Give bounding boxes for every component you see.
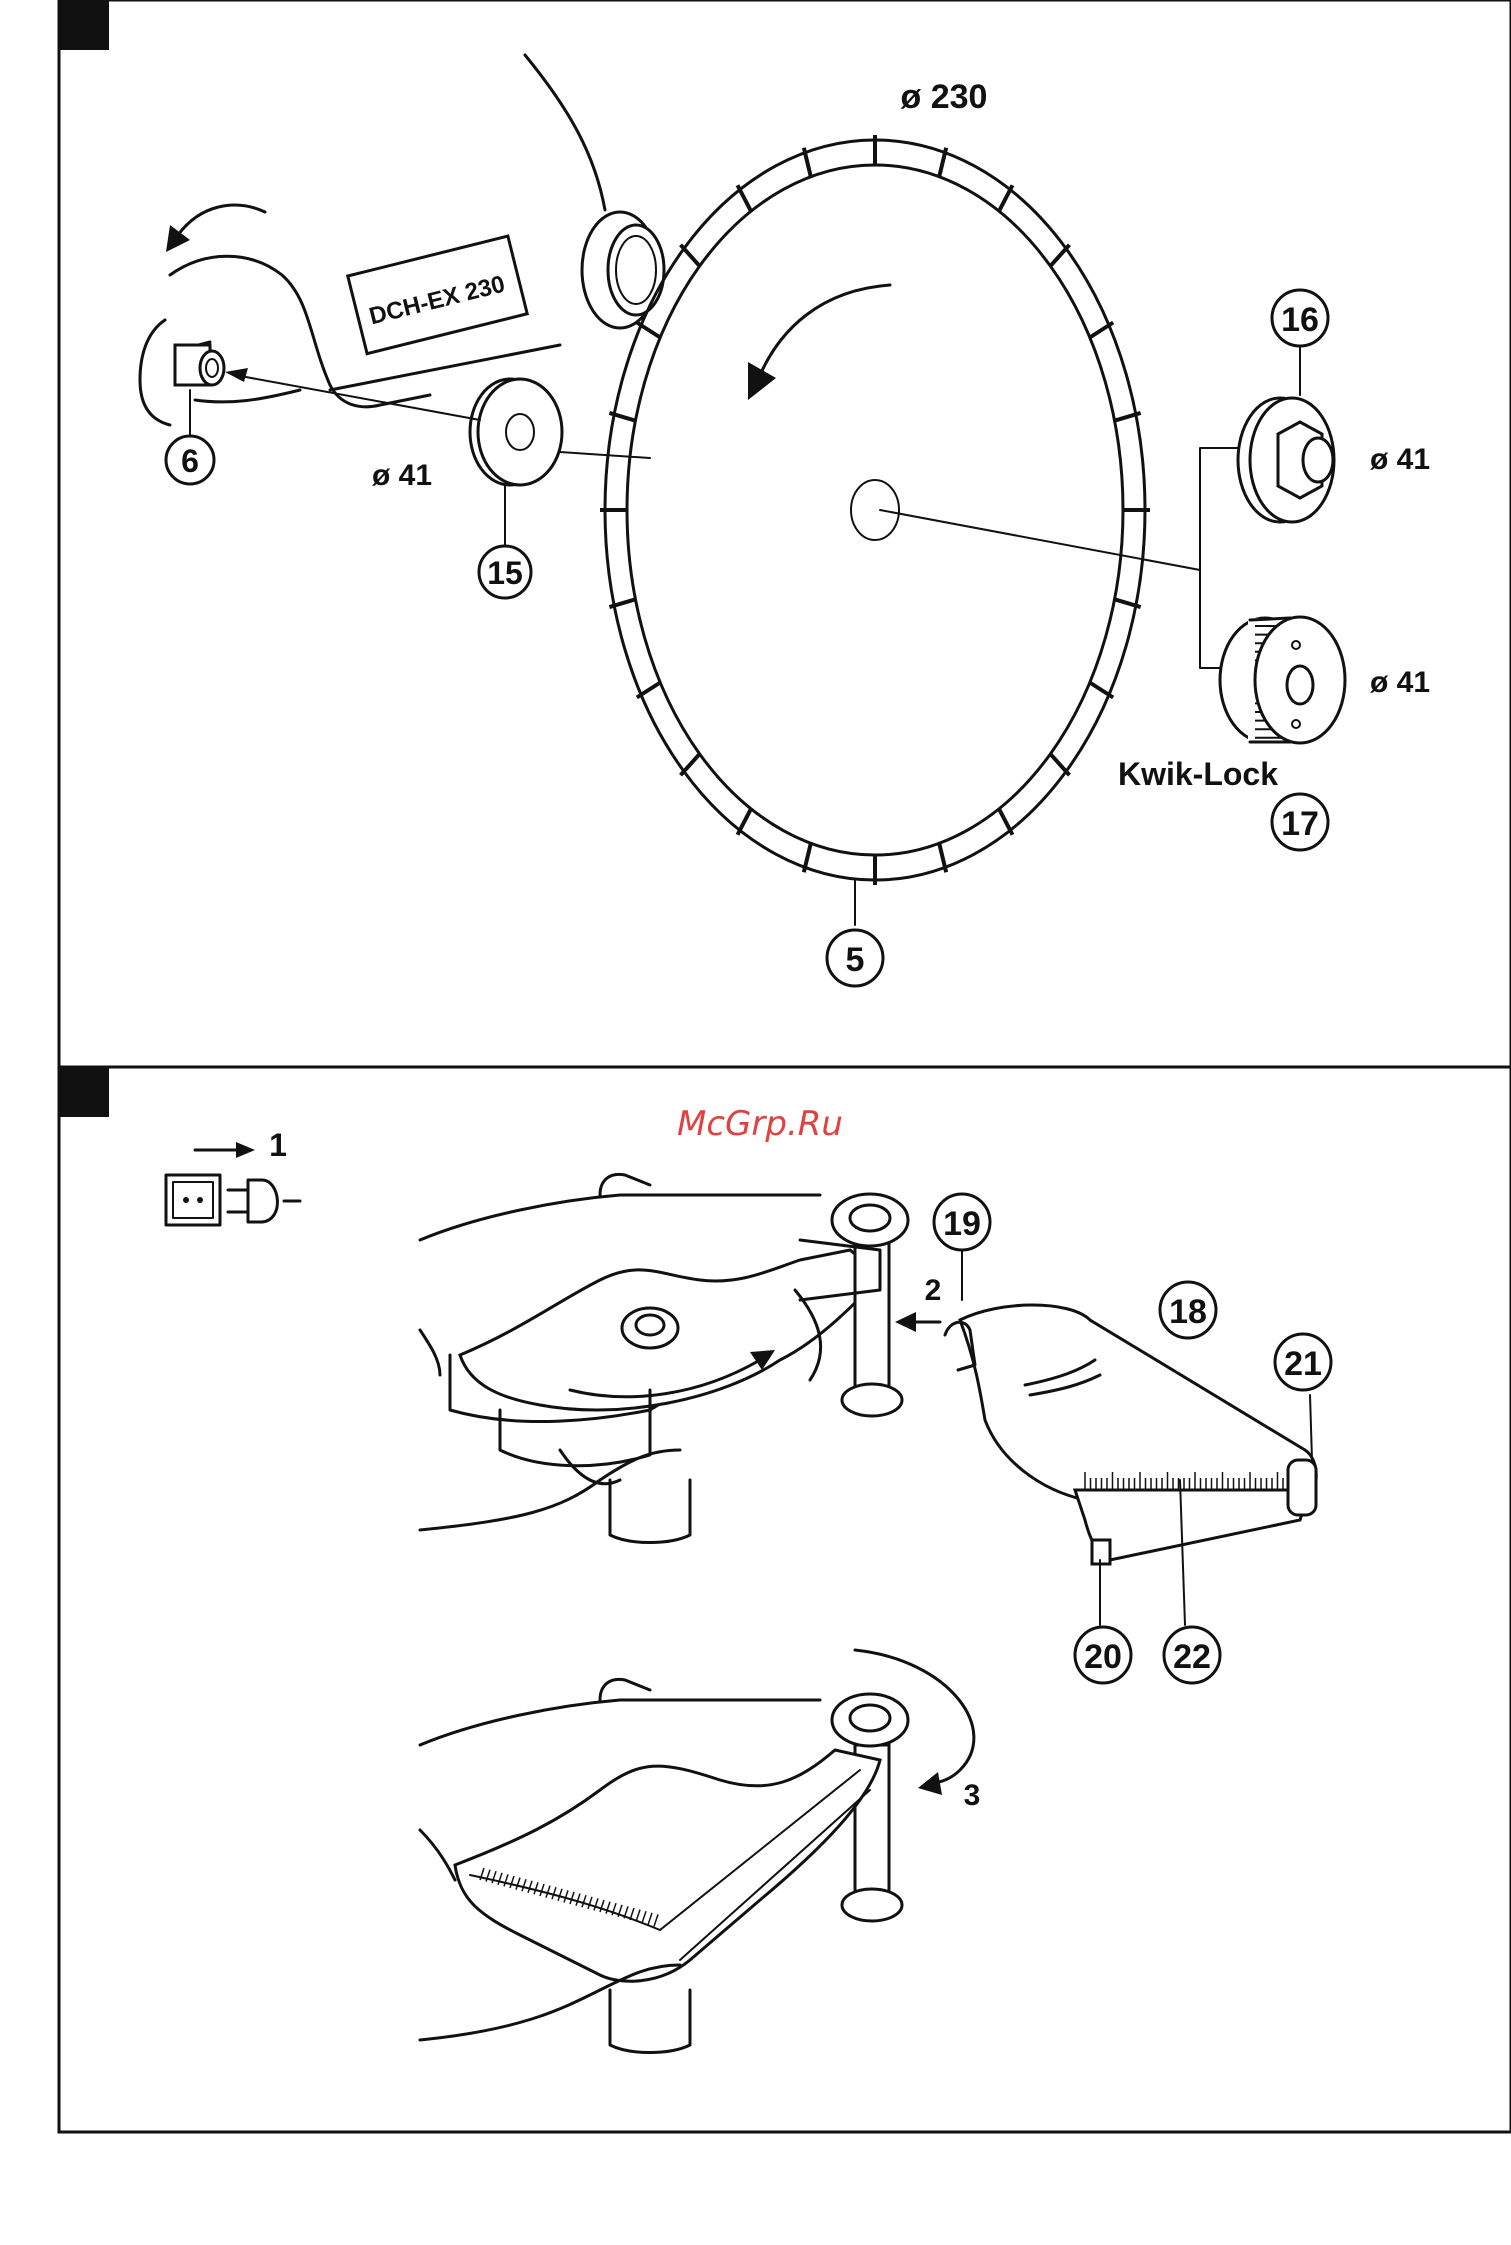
callout-20: 20 — [1075, 1627, 1131, 1683]
machine-without-guard — [420, 1174, 908, 1542]
blade-guard — [960, 1305, 1316, 1625]
bottom-panel: McGrp.Ru 1 — [59, 1067, 1511, 2132]
callout-6: 6 — [166, 436, 214, 484]
svg-text:19: 19 — [943, 1205, 981, 1243]
blade-segment-gap — [681, 245, 700, 266]
svg-text:16: 16 — [1281, 301, 1319, 339]
callout-18: 18 — [1160, 1282, 1216, 1338]
step-2-label: 2 — [925, 1274, 942, 1307]
nut-diameter: ø 41 — [1370, 443, 1430, 476]
blade-segment-gap — [999, 809, 1013, 835]
watermark: McGrp.Ru — [677, 1104, 843, 1144]
blade-segment-gap — [738, 185, 752, 211]
step-3-label: 3 — [964, 1779, 981, 1812]
blade-segment-gap — [681, 754, 700, 775]
callout-19: 19 — [934, 1194, 990, 1250]
callout-22: 22 — [1164, 1627, 1220, 1683]
top-panel: DCH-EX 230 6 — [59, 0, 1511, 1067]
svg-text:15: 15 — [487, 555, 523, 591]
flange-nut — [1238, 345, 1334, 522]
callout-15: 15 — [479, 546, 531, 598]
kwik-diameter: ø 41 — [1370, 666, 1430, 699]
svg-text:21: 21 — [1284, 1345, 1322, 1383]
blade-diameter: ø 230 — [901, 78, 988, 116]
panel-marker-top — [59, 0, 109, 50]
svg-text:6: 6 — [181, 443, 199, 479]
kwik-lock-nut — [1220, 617, 1345, 743]
step-1-label: 1 — [269, 1127, 287, 1163]
flange-diameter: ø 41 — [372, 459, 432, 492]
callout-16: 16 — [1272, 290, 1328, 346]
panel-marker-bottom — [59, 1067, 109, 1117]
svg-text:20: 20 — [1084, 1638, 1122, 1676]
svg-text:18: 18 — [1169, 1293, 1207, 1331]
blade-segments — [600, 135, 1150, 885]
machine-with-guard — [420, 1650, 974, 2053]
flange-washer — [225, 368, 650, 545]
svg-text:17: 17 — [1281, 805, 1319, 843]
blade-segment-gap — [1050, 245, 1069, 266]
blade-segment-gap — [999, 185, 1013, 211]
diamond-blade — [600, 135, 1200, 925]
spindle — [175, 342, 224, 435]
kwik-lock-label: Kwik-Lock — [1118, 756, 1278, 792]
svg-text:5: 5 — [846, 941, 865, 979]
callout-5: 5 — [827, 930, 883, 986]
blade-segment-gap — [1050, 754, 1069, 775]
callout-21: 21 — [1275, 1334, 1331, 1390]
svg-text:22: 22 — [1173, 1638, 1211, 1676]
blade-segment-gap — [738, 809, 752, 835]
callout-17: 17 — [1272, 794, 1328, 850]
